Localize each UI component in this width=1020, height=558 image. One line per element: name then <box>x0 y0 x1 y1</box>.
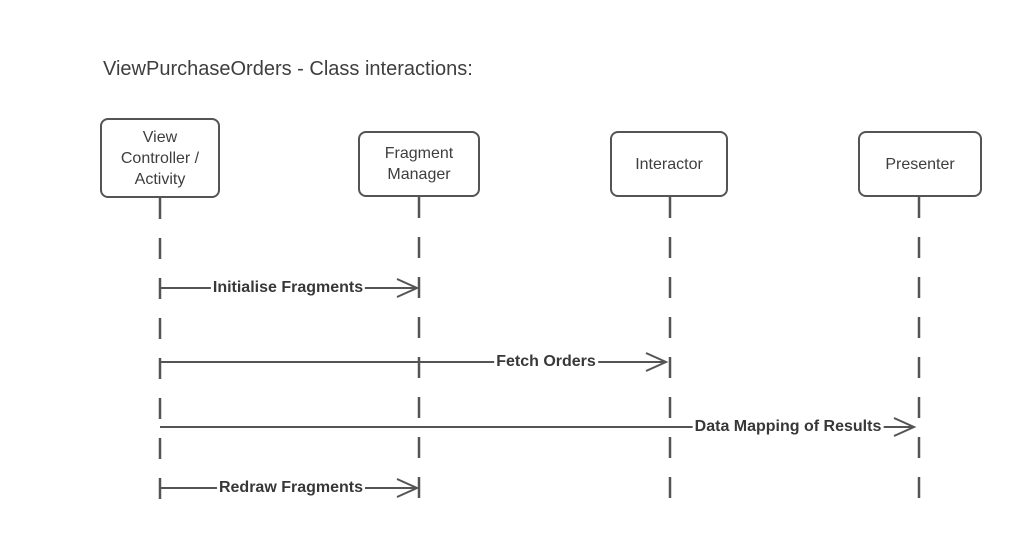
message-label-redraw-fragments: Redraw Fragments <box>216 479 366 497</box>
actor-label: Presenter <box>885 155 955 173</box>
actor-box-fragment-manager: Fragment Manager <box>358 131 480 197</box>
message-label-initialise-fragments: Initialise Fragments <box>210 279 366 297</box>
message-label-data-mapping-of-results: Data Mapping of Results <box>692 418 884 436</box>
arrowhead-icon <box>396 478 420 498</box>
actor-box-view-controller-activity: View Controller / Activity <box>100 118 220 198</box>
actor-box-presenter: Presenter <box>858 131 982 197</box>
arrowhead-icon <box>396 278 420 298</box>
message-label-fetch-orders: Fetch Orders <box>494 353 598 371</box>
actor-label: View Controller / Activity <box>120 128 200 188</box>
arrowhead-icon <box>893 417 917 437</box>
diagram-title: ViewPurchaseOrders - Class interactions: <box>103 58 473 80</box>
actor-label: Fragment Manager <box>384 145 454 183</box>
actor-label: Interactor <box>635 155 703 173</box>
arrowhead-icon <box>645 352 669 372</box>
actor-box-interactor: Interactor <box>610 131 728 197</box>
